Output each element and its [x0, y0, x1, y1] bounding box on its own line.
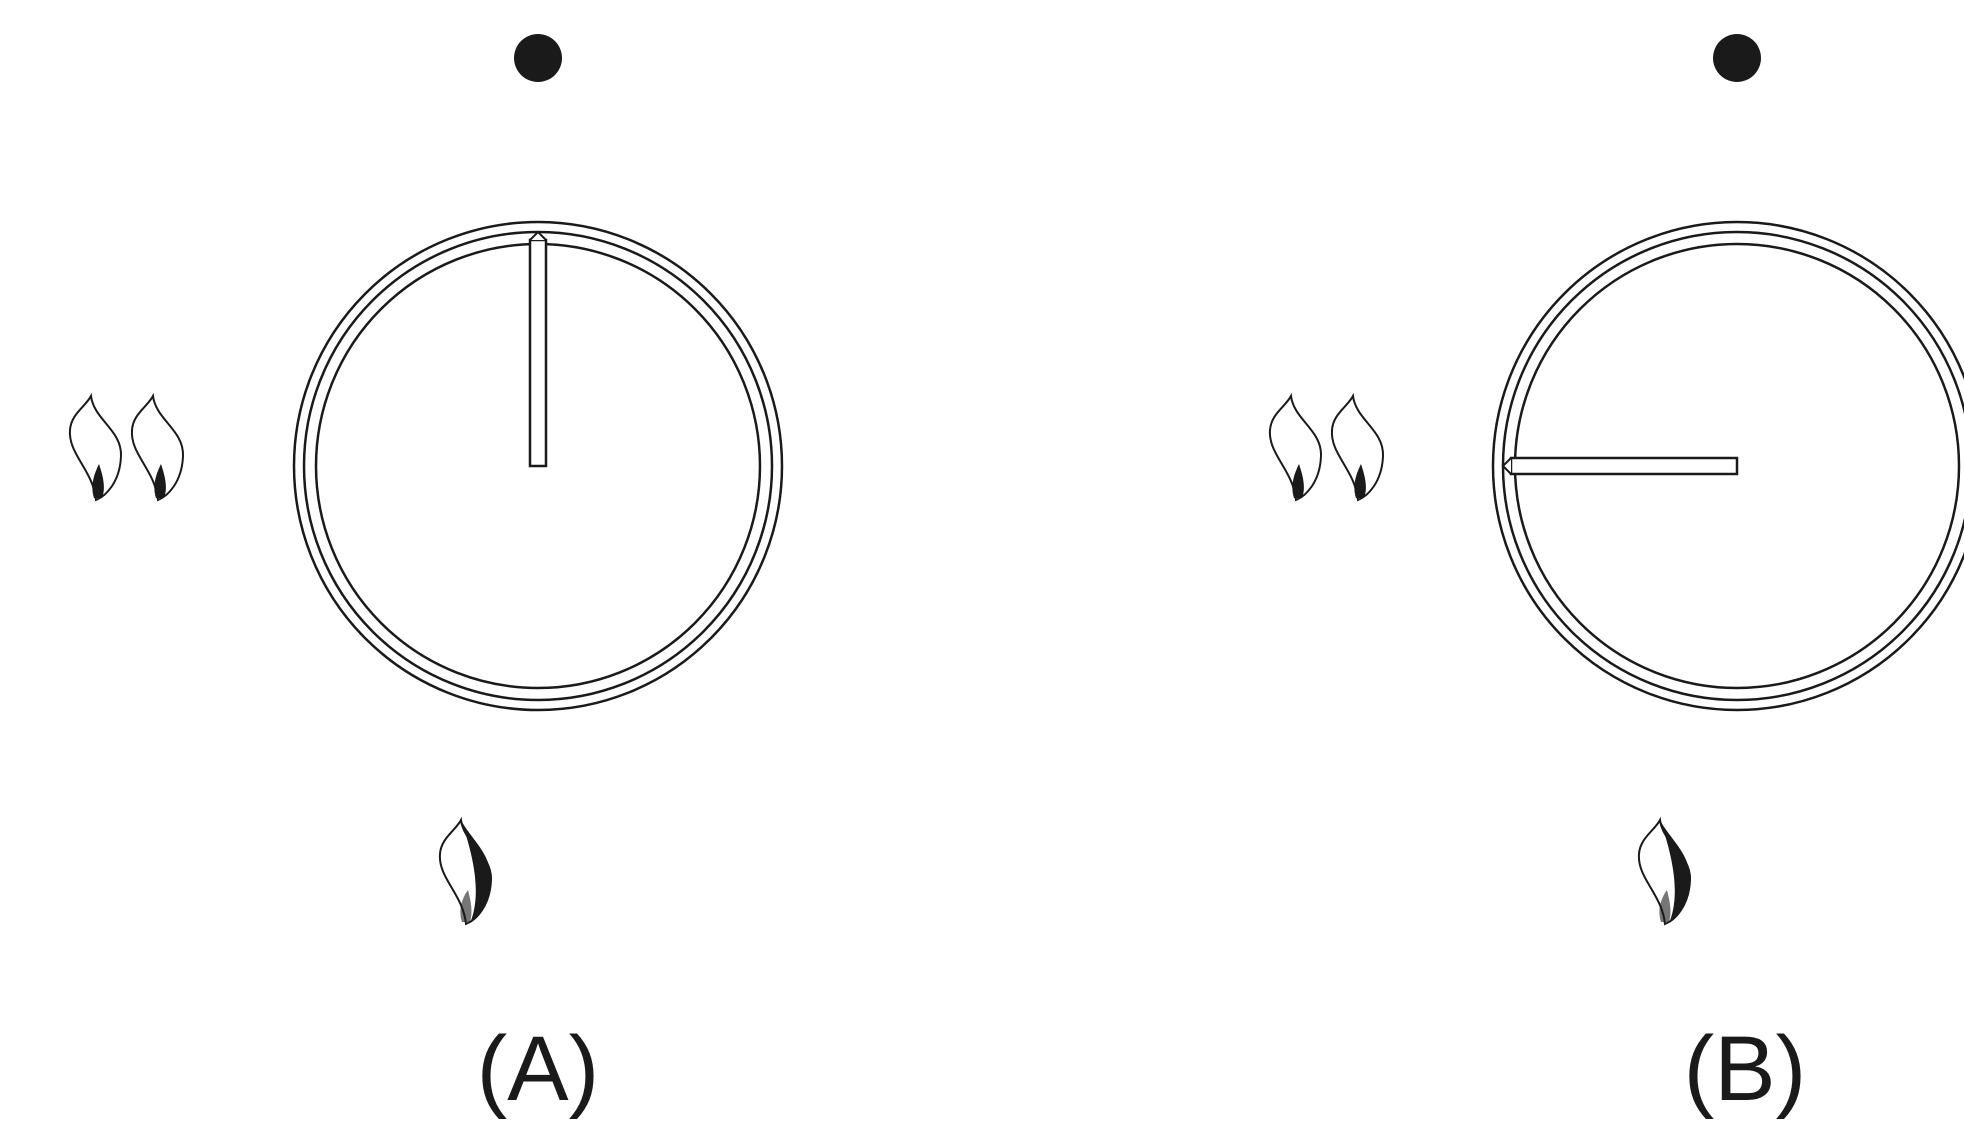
panel-caption: (A)	[477, 1018, 600, 1120]
low-flame-icon	[438, 819, 493, 925]
low-flame-icon	[1637, 819, 1692, 925]
panel-b: (B)	[1268, 34, 1964, 1120]
knob	[292, 220, 784, 712]
high-flame-icon	[68, 395, 185, 501]
knob	[1491, 220, 1964, 712]
high-flame-icon	[1268, 395, 1385, 501]
knob-pointer	[1501, 456, 1739, 476]
panel-caption: (B)	[1684, 1018, 1807, 1120]
off-position-dot-icon	[514, 34, 562, 82]
panel-a: (A)	[68, 34, 784, 1120]
knob-pointer	[528, 230, 548, 468]
off-position-dot-icon	[1713, 34, 1761, 82]
